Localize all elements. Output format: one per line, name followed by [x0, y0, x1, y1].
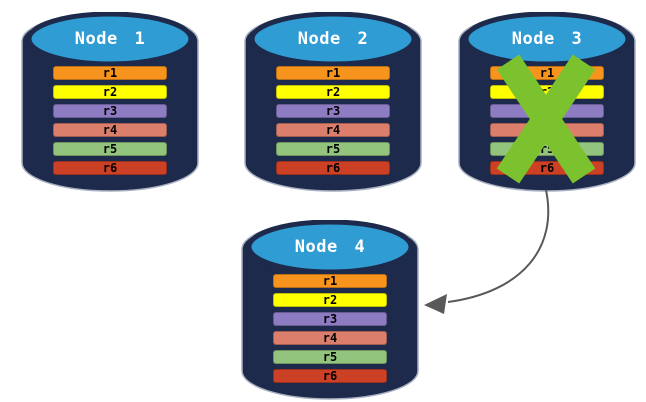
- replica-list: r1 r2 r3 r4 r5 r6: [273, 274, 387, 388]
- replica-bar-r2: r2: [276, 85, 390, 99]
- replica-list: r1 r2 r3 r4 r5 r6: [276, 66, 390, 180]
- node-2: Node 2 r1 r2 r3 r4 r5 r6: [244, 12, 422, 192]
- replica-list: r1 r2 r3 r4 r5 r6: [53, 66, 167, 180]
- replica-bar-r3: r3: [53, 104, 167, 118]
- replica-bar-r1: r1: [53, 66, 167, 80]
- replica-bar-r4: r4: [53, 123, 167, 137]
- replica-bar-r4: r4: [276, 123, 390, 137]
- replica-bar-r6: r6: [53, 161, 167, 175]
- node-label: Node 1: [74, 29, 146, 49]
- arrowhead-icon: [424, 294, 447, 314]
- replica-bar-r4: r4: [273, 331, 387, 345]
- replica-bar-r5: r5: [276, 142, 390, 156]
- replica-bar-r1: r1: [276, 66, 390, 80]
- replica-bar-r1: r1: [273, 274, 387, 288]
- node-label: Node 4: [294, 237, 366, 257]
- replica-bar-r6: r6: [276, 161, 390, 175]
- failure-x-icon: [496, 54, 596, 184]
- replica-bar-r2: r2: [273, 293, 387, 307]
- replica-bar-r5: r5: [273, 350, 387, 364]
- replica-bar-r3: r3: [273, 312, 387, 326]
- node-label: Node 3: [511, 29, 583, 49]
- replica-bar-r6: r6: [273, 369, 387, 383]
- replica-bar-r3: r3: [276, 104, 390, 118]
- node-4: Node 4 r1 r2 r3 r4 r5 r6: [241, 220, 419, 400]
- node-3: Node 3 r1 r2 r3 r4 r5 r6: [458, 12, 636, 192]
- replica-bar-r5: r5: [53, 142, 167, 156]
- node-1: Node 1 r1 r2 r3 r4 r5 r6: [21, 12, 199, 192]
- node-label: Node 2: [297, 29, 369, 49]
- replica-bar-r2: r2: [53, 85, 167, 99]
